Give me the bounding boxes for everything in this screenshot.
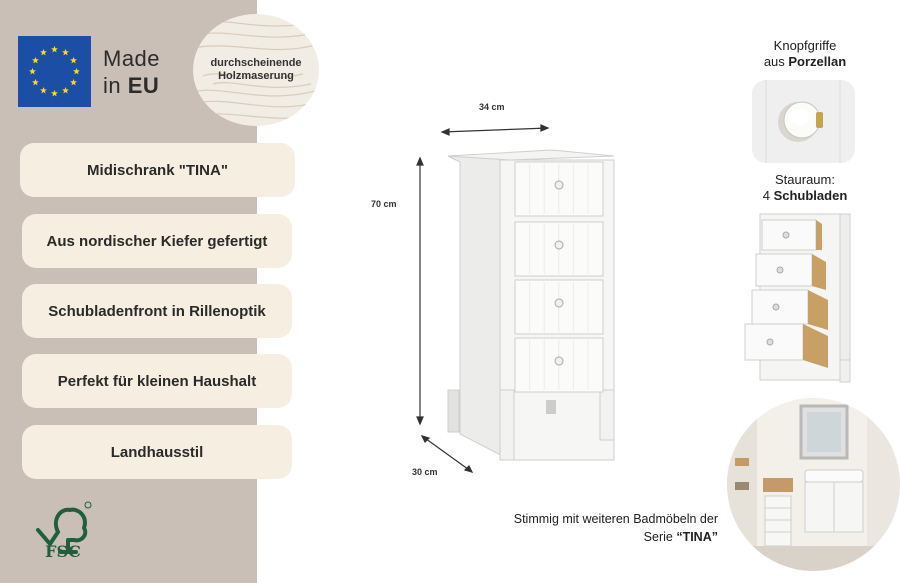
feature-pill-model: Midischrank "TINA" xyxy=(20,143,295,197)
storage-title: Stauraum: 4 Schubladen xyxy=(762,172,848,203)
knob-screw-icon xyxy=(816,112,823,128)
wood-grain-icon xyxy=(193,20,319,119)
knob-title: Knopfgriffe aus Porzellan xyxy=(763,38,847,69)
matching-series-caption: Stimmig mit weiteren Badmöbeln der Serie… xyxy=(513,512,718,544)
cabinet-illustration xyxy=(416,124,615,473)
eu-star-icon xyxy=(70,56,77,64)
depth-dimension-line xyxy=(421,435,473,473)
eu-star-icon xyxy=(32,78,39,86)
fsc-tree-icon xyxy=(36,501,92,554)
drawer-knob-icon xyxy=(554,240,564,250)
bathroom-scene-image xyxy=(727,398,900,571)
eu-star-icon xyxy=(70,78,77,86)
eu-star-icon xyxy=(40,48,47,56)
feature-pill-material: Aus nordischer Kiefer gefertigt xyxy=(22,214,292,268)
eu-star-icon xyxy=(62,86,69,94)
height-label: 70 cm xyxy=(371,199,397,209)
depth-label: 30 cm xyxy=(412,467,438,477)
drawer-knob-icon xyxy=(554,356,564,366)
eu-star-icon xyxy=(32,56,39,64)
feature-pill-style: Landhausstil xyxy=(22,425,292,479)
made-line1: Made xyxy=(103,46,161,71)
feature-pill-household: Perfekt für kleinen Haushalt xyxy=(22,354,292,408)
width-dimension-line xyxy=(441,127,549,133)
eu-star-icon xyxy=(73,67,80,75)
wood-grain-badge: durchscheinende Holzmaserung xyxy=(193,14,319,126)
drawer-knob-icon xyxy=(554,180,564,190)
feature-pill-front: Schubladenfront in Rillenoptik xyxy=(22,284,292,338)
eu-star-icon xyxy=(40,86,47,94)
drawer-knob-icon xyxy=(554,298,564,308)
open-drawers-illustration xyxy=(744,213,851,383)
eu-star-icon xyxy=(62,48,69,56)
knob-closeup-image xyxy=(752,80,855,163)
eu-star-icon xyxy=(29,67,36,75)
made-in-eu-label: Made in EU xyxy=(103,45,160,99)
fsc-label: FSC xyxy=(45,542,81,561)
eu-flag-icon xyxy=(18,36,91,107)
wood-grain-label: durchscheinende Holzmaserung xyxy=(210,57,302,82)
made-line2: in EU xyxy=(103,73,160,98)
width-label: 34 cm xyxy=(479,102,505,112)
eu-star-icon xyxy=(51,89,58,97)
eu-star-icon xyxy=(51,45,58,53)
